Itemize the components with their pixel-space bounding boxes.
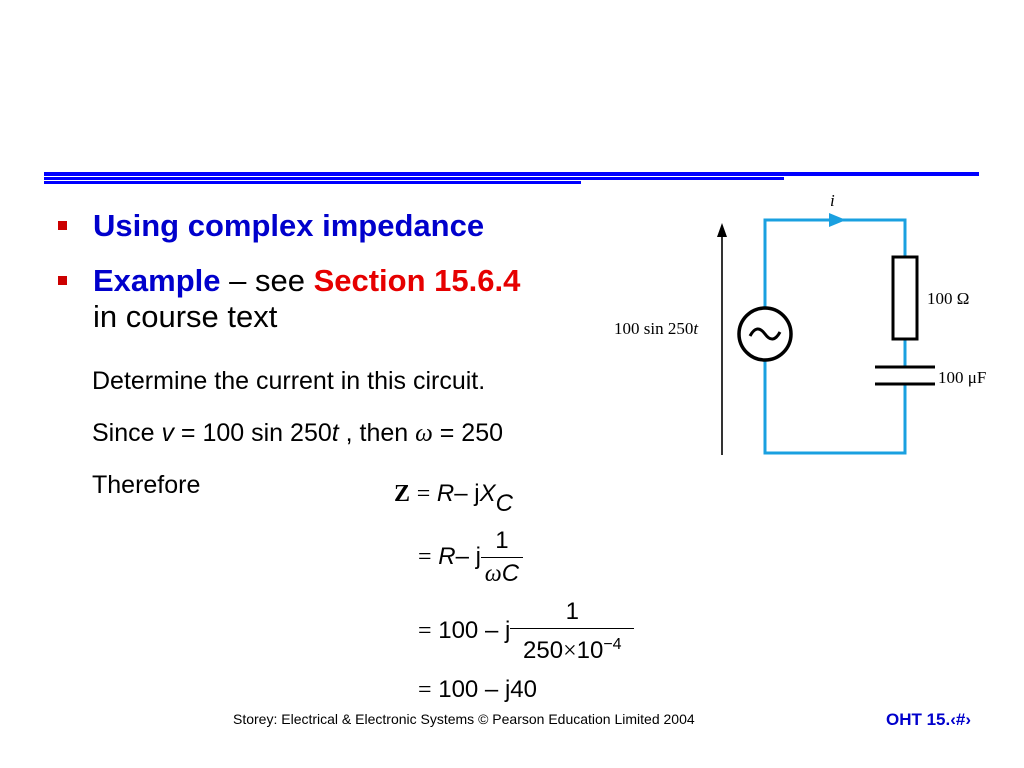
resistor-label: 100 Ω xyxy=(927,289,969,308)
title-rule-middle xyxy=(44,177,784,180)
eq-j: j xyxy=(475,542,481,570)
bullet-item-1: Using complex impedance xyxy=(58,208,484,244)
fraction-1-over-250e-4: 1 250×10−4 xyxy=(510,598,635,665)
bullet-square-icon xyxy=(58,221,67,230)
current-arrow-icon xyxy=(829,213,846,227)
slide-number: OHT 15.‹#› xyxy=(886,710,972,729)
eq-c-subscript: C xyxy=(495,490,513,517)
bullet-square-icon xyxy=(58,276,67,285)
omega-symbol: ω xyxy=(484,561,502,587)
eq-z: Z xyxy=(394,481,411,507)
eq-j: j xyxy=(504,616,511,644)
circuit-wire xyxy=(763,361,907,455)
fraction-numerator: 1 xyxy=(510,598,635,629)
eq-result: 100 – j40 xyxy=(438,676,537,703)
eq-equals: = xyxy=(418,543,432,570)
example-label: Example xyxy=(93,263,221,298)
den-exponent: −4 xyxy=(603,636,622,653)
equation-line-1: Z = R– jXC xyxy=(394,480,513,517)
equation-line-3: = 100 – j 1 250×10−4 xyxy=(418,598,635,665)
bullet-text-1: Using complex impedance xyxy=(93,208,485,243)
therefore-line: Therefore xyxy=(92,471,201,499)
since-omega: ω xyxy=(415,420,433,447)
determine-line: Determine the current in this circuit. xyxy=(92,367,486,395)
den-250: 250 xyxy=(523,637,564,664)
title-rule-bottom xyxy=(44,181,581,184)
source-label: 100 sin 250t xyxy=(614,319,699,338)
eq-equals: = xyxy=(418,617,432,644)
since-t: t xyxy=(331,419,339,447)
times-symbol: × xyxy=(563,638,577,664)
den-10: 10 xyxy=(576,637,604,664)
since-val: = 250 xyxy=(432,419,504,447)
since-v: v xyxy=(161,419,174,447)
equation-line-2: = R– j 1 ωC xyxy=(418,527,523,588)
bullet-text-2: Example – see Section 15.6.4 in course t… xyxy=(93,263,520,335)
eq-j: j xyxy=(474,480,480,507)
example-line2: in course text xyxy=(93,299,278,334)
eq-r: R xyxy=(438,542,456,570)
current-label: i xyxy=(830,191,835,210)
title-rule-top xyxy=(44,172,979,176)
since-line: Since v = 100 sin 250t , then ω = 250 xyxy=(92,418,503,449)
footer-credit: Storey: Electrical & Electronic Systems … xyxy=(233,711,695,727)
circuit-diagram: i 100 sin 250t 100 Ω 100 μF xyxy=(614,191,986,455)
eq-minus: – xyxy=(484,616,499,644)
c-symbol: C xyxy=(501,560,520,587)
since-eq: = 100 sin 250 xyxy=(173,419,332,447)
source-label-t: t xyxy=(693,319,699,338)
bullet-item-2: Example – see Section 15.6.4 in course t… xyxy=(58,263,520,335)
equation-line-4: = 100 – j40 xyxy=(418,676,537,704)
source-label-prefix: 100 sin 250 xyxy=(614,319,693,338)
eq-minus: – xyxy=(455,542,469,570)
eq-equals: = xyxy=(418,677,432,703)
sine-wave-icon xyxy=(748,327,782,341)
resistor-icon xyxy=(891,255,919,341)
eq-r: R xyxy=(436,480,455,507)
eq-minus: – xyxy=(454,480,468,507)
since-prefix: Since xyxy=(92,419,162,447)
eq-100: 100 xyxy=(438,616,479,644)
eq-x: X xyxy=(479,480,496,507)
fraction-denominator: 250×10−4 xyxy=(510,629,634,665)
eq-equals: = xyxy=(416,481,431,507)
voltage-arrow-head xyxy=(717,223,727,237)
since-then: , then xyxy=(338,419,416,447)
fraction-1-over-omega-c: 1 ωC xyxy=(480,527,523,588)
example-see: – see xyxy=(220,263,314,298)
section-reference: Section 15.6.4 xyxy=(313,263,521,298)
fraction-denominator: ωC xyxy=(481,558,523,588)
fraction-numerator: 1 xyxy=(480,527,523,558)
circuit-wire xyxy=(763,218,907,307)
capacitor-label: 100 μF xyxy=(938,368,986,387)
